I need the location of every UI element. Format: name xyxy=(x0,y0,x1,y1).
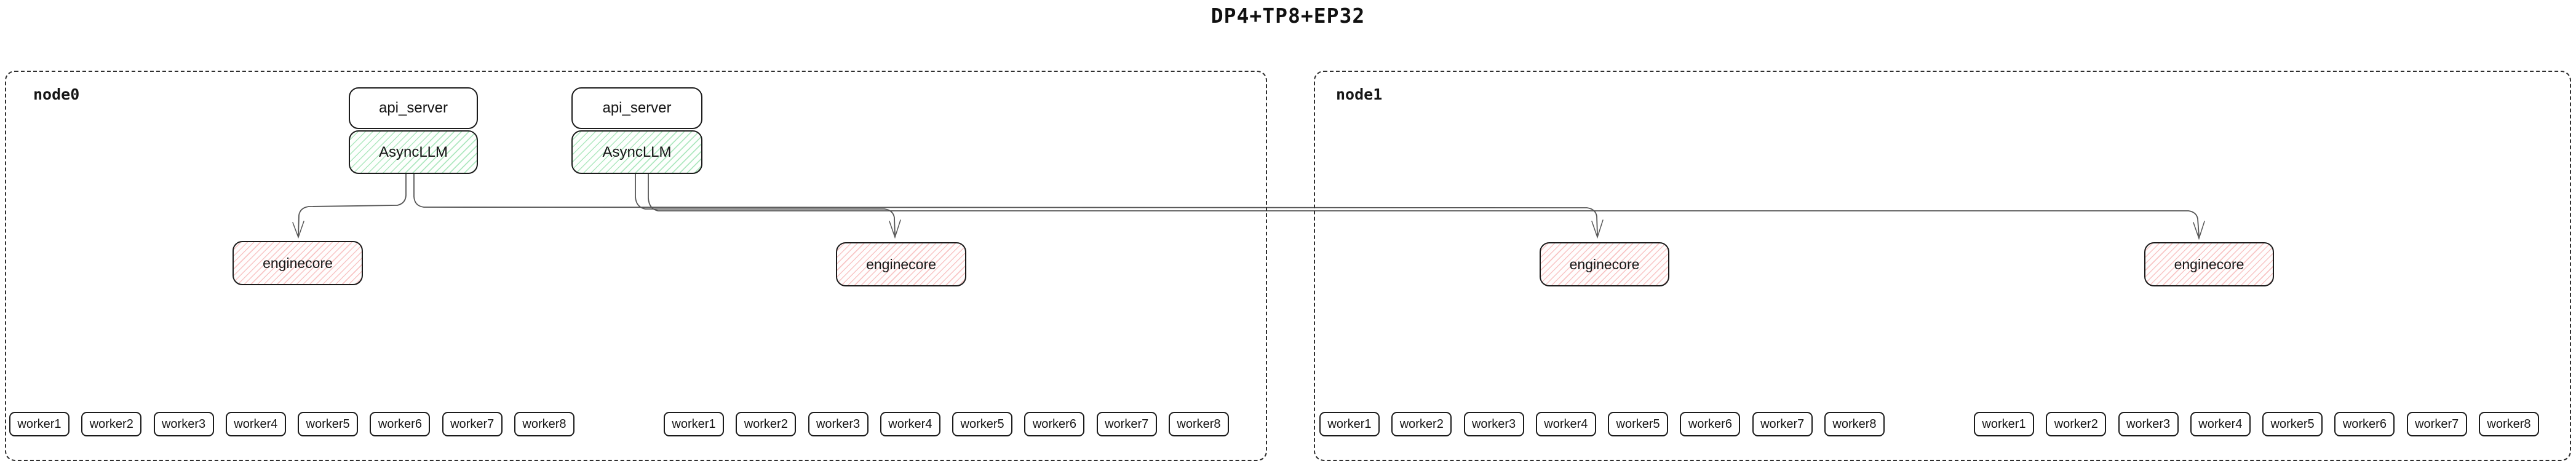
enginecore-box-2: enginecore xyxy=(836,242,966,286)
enginecore-label-2: enginecore xyxy=(866,256,936,272)
worker-group-1: worker1 worker2 worker3 worker4 worker5 … xyxy=(9,412,574,436)
worker-box: worker8 xyxy=(514,412,574,436)
worker-box: worker8 xyxy=(2478,412,2539,436)
worker-group-2: worker1 worker2 worker3 worker4 worker5 … xyxy=(664,412,1229,436)
worker-box: worker3 xyxy=(153,412,214,436)
asyncllm-box-1: AsyncLLM xyxy=(349,130,478,174)
node0-container: node0 api_server AsyncLLM api_server Asy… xyxy=(5,71,1267,461)
worker-box: worker2 xyxy=(2046,412,2107,436)
worker-box: worker2 xyxy=(81,412,142,436)
node1-label: node1 xyxy=(1336,85,1383,103)
api-server-label-2: api_server xyxy=(602,100,672,116)
worker-box: worker6 xyxy=(1024,412,1085,436)
worker-box: worker8 xyxy=(1824,412,1885,436)
api-server-label-1: api_server xyxy=(378,100,448,116)
api-server-box-2: api_server xyxy=(571,87,702,129)
worker-box: worker5 xyxy=(952,412,1013,436)
worker-box: worker4 xyxy=(1535,412,1596,436)
enginecore-label-3: enginecore xyxy=(1569,256,1640,272)
worker-box: worker4 xyxy=(880,412,940,436)
worker-box: worker5 xyxy=(298,412,359,436)
worker-box: worker7 xyxy=(442,412,503,436)
worker-box: worker5 xyxy=(2262,412,2323,436)
diagram-title: DP4+TP8+EP32 xyxy=(1210,4,1366,28)
worker-box: worker6 xyxy=(1680,412,1741,436)
worker-group-3: worker1 worker2 worker3 worker4 worker5 … xyxy=(1319,412,1885,436)
enginecore-label-1: enginecore xyxy=(263,254,333,271)
worker-box: worker7 xyxy=(2406,412,2467,436)
worker-box: worker1 xyxy=(1974,412,2034,436)
worker-box: worker3 xyxy=(2118,412,2179,436)
worker-box: worker2 xyxy=(1391,412,1452,436)
worker-box: worker7 xyxy=(1752,412,1813,436)
worker-box: worker7 xyxy=(1096,412,1157,436)
enginecore-label-4: enginecore xyxy=(2174,256,2244,272)
worker-box: worker6 xyxy=(370,412,431,436)
node0-label: node0 xyxy=(33,85,80,103)
enginecore-box-4: enginecore xyxy=(2144,242,2274,286)
worker-box: worker1 xyxy=(1319,412,1380,436)
worker-group-4: worker1 worker2 worker3 worker4 worker5 … xyxy=(1974,412,2539,436)
worker-box: worker8 xyxy=(1168,412,1229,436)
worker-box: worker6 xyxy=(2334,412,2395,436)
worker-box: worker3 xyxy=(1463,412,1524,436)
worker-box: worker1 xyxy=(664,412,724,436)
worker-box: worker4 xyxy=(225,412,286,436)
asyncllm-box-2: AsyncLLM xyxy=(571,130,702,174)
worker-box: worker4 xyxy=(2190,412,2251,436)
enginecore-box-3: enginecore xyxy=(1540,242,1669,286)
asyncllm-label-1: AsyncLLM xyxy=(378,143,448,160)
enginecore-box-1: enginecore xyxy=(233,241,363,285)
node1-container: node1 enginecore enginecore worker1 work… xyxy=(1314,71,2571,461)
api-server-box-1: api_server xyxy=(349,87,478,129)
worker-box: worker3 xyxy=(808,412,869,436)
worker-box: worker5 xyxy=(1608,412,1669,436)
worker-box: worker1 xyxy=(9,412,70,436)
asyncllm-label-2: AsyncLLM xyxy=(602,143,672,160)
worker-box: worker2 xyxy=(736,412,797,436)
